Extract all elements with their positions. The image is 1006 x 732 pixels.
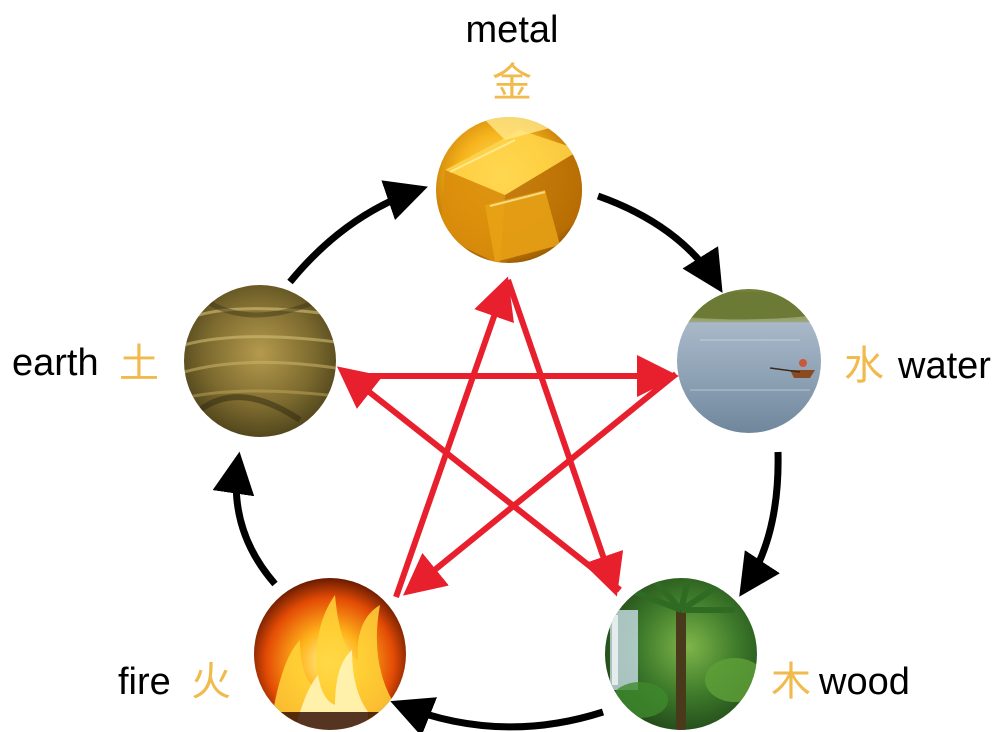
earth-chinese-label: 土 [119,341,159,387]
wood-english-label: wood [818,661,910,703]
wood-chinese-label: 木 [771,659,811,705]
water-chinese-label: 水 [844,343,884,389]
metal-english-label: metal [466,9,559,51]
controlling-cycle [344,280,676,597]
fire-picture [254,578,406,732]
arrow-wood-to-fire [400,705,603,727]
water-label: 水 water [844,343,991,389]
water-picture [677,289,821,433]
water-english-label: water [897,345,991,387]
earth-picture [184,285,336,437]
metal-label: metal 金 [466,9,559,106]
fire-label: fire 火 [118,659,231,705]
arrow-water-to-fire [410,374,676,590]
arrow-metal-to-water [598,196,717,284]
arrow-fire-to-earth [236,462,275,584]
metal-picture [436,95,585,265]
earth-label: earth 土 [12,341,159,387]
arrow-earth-to-metal [290,190,418,282]
wood-label: 木 wood [771,659,910,705]
arrow-water-to-wood [745,452,778,588]
arrow-fire-to-metal [396,285,505,597]
earth-english-label: earth [12,342,99,384]
wood-picture [605,572,765,732]
fire-english-label: fire [118,661,171,703]
metal-chinese-label: 金 [492,60,532,106]
fire-chinese-label: 火 [191,659,231,705]
